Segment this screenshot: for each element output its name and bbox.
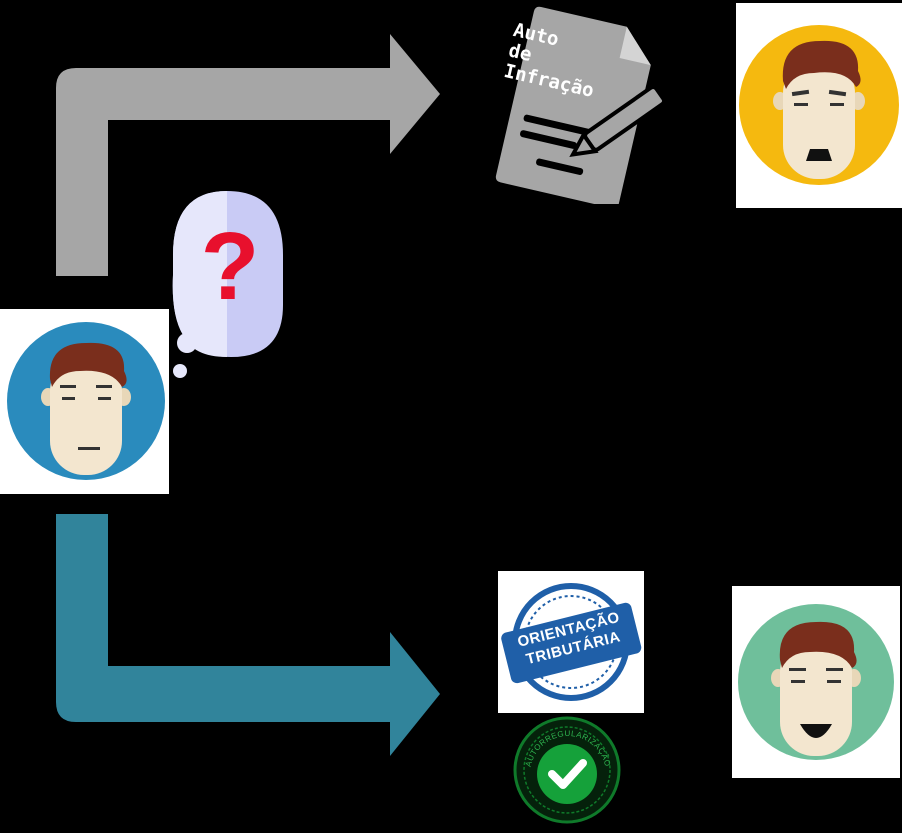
auto-de-infracao-icon: Auto de Infração [480,4,680,204]
confused-person-avatar [7,322,165,480]
teal-arrow [56,514,440,756]
autorregularizacao-seal: AUTORREGULARIZAÇÃO [513,716,621,824]
happy-person-avatar [738,604,894,760]
orientacao-tributaria-stamp [501,583,642,701]
thought-bubble [172,191,283,378]
confused-person-card [0,309,169,494]
orientacao-tributaria-badge-card: ORIENTAÇÃO TRIBUTÁRIA [498,571,644,713]
question-mark: ? [200,213,260,320]
stern-person-card [736,3,902,208]
stern-person-avatar [739,25,899,185]
happy-person-card [732,586,900,778]
gray-arrow [56,34,440,276]
